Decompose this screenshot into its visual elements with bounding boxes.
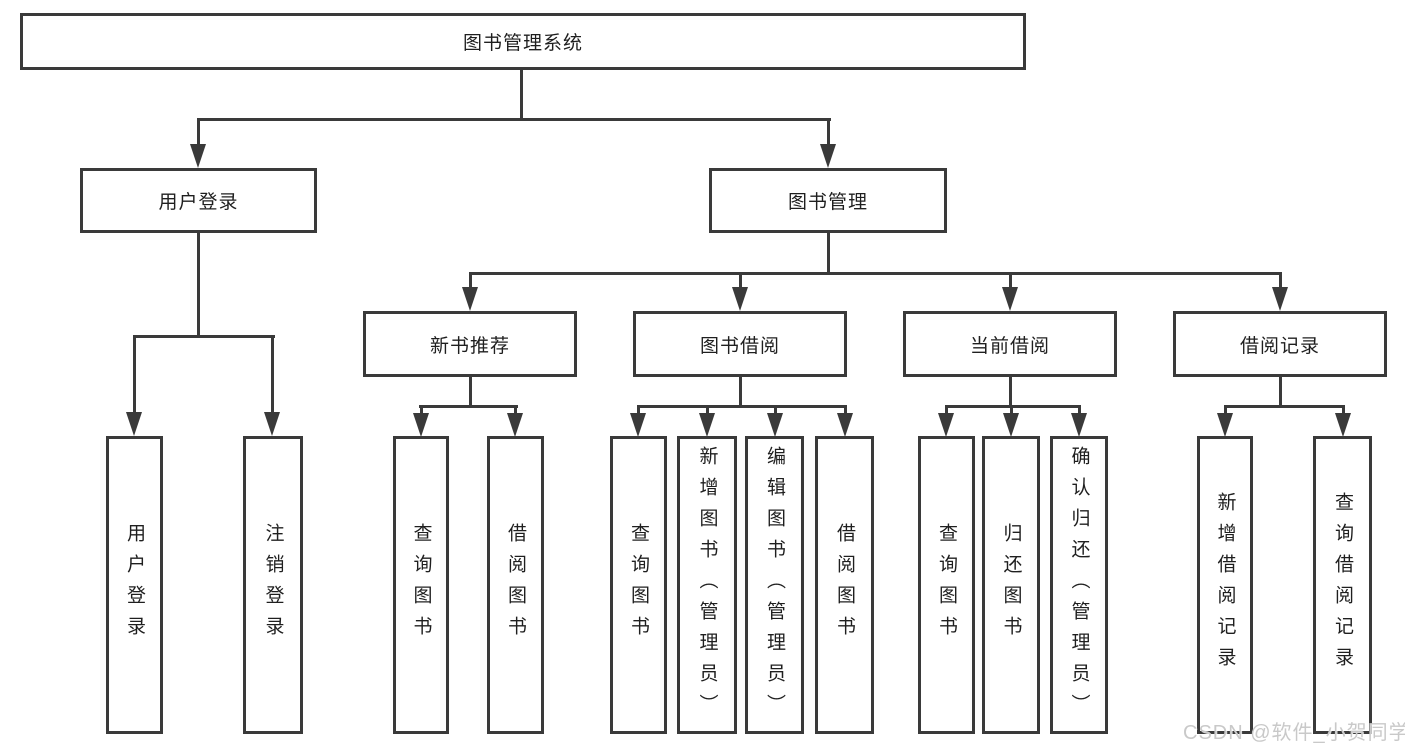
node-label: 查询图书 [936,523,957,647]
leaf-borrow-books-recommend: 借阅图书 [487,436,544,734]
connector-vline [739,377,742,408]
node-label: 新增借阅记录 [1214,492,1236,678]
node-label: 查询借阅记录 [1332,492,1353,678]
arrow-head [732,287,748,311]
connector-vline [469,272,472,292]
connector-vline [706,405,709,417]
leaf-query-books-recommend: 查询图书 [393,436,449,734]
leaf-edit-book-admin: 编辑图书（管理员） [745,436,804,734]
node-label: 查询图书 [410,523,432,647]
arrow-head [767,413,783,437]
connector-vline [420,405,423,417]
arrow-head [1335,413,1351,437]
node-label: 借阅图书 [834,523,855,647]
arrow-head [820,144,836,168]
connector-vline [827,118,830,150]
connector-vline [637,405,640,417]
leaf-borrow-books-borrowing: 借阅图书 [815,436,874,734]
node-label: 新增图书（管理员） [696,445,718,725]
connector-vline [1009,377,1012,408]
connector-vline [271,335,274,415]
connector-vline [774,405,777,417]
connector-vline [1009,272,1012,292]
arrow-head [126,412,142,436]
leaf-user-login: 用户登录 [106,436,163,734]
connector-hline [637,405,846,408]
connector-vline [1224,405,1227,417]
connector-hline [419,405,518,408]
connector-hline [469,272,1282,275]
node-label: 借阅图书 [505,523,526,647]
node-book-borrowing: 图书借阅 [633,311,847,377]
connector-hline [197,118,831,121]
node-label: 当前借阅 [969,335,1050,357]
arrow-head [1272,287,1288,311]
leaf-add-borrow-record: 新增借阅记录 [1197,436,1253,734]
connector-vline [197,118,200,150]
node-label: 查询图书 [628,523,649,647]
node-library-system: 图书管理系统 [20,13,1026,70]
connector-vline [1078,405,1081,417]
node-borrowing-records: 借阅记录 [1173,311,1387,377]
connector-hline [1224,405,1344,408]
connector-vline [1010,405,1013,417]
leaf-return-books: 归还图书 [982,436,1040,734]
arrow-head [507,413,523,437]
node-label: 编辑图书（管理员） [764,445,785,725]
connector-vline [1279,272,1282,292]
connector-vline [945,405,948,417]
arrow-head [1071,413,1087,437]
arrow-head [1002,287,1018,311]
arrow-head [630,413,646,437]
node-current-borrowing: 当前借阅 [903,311,1117,377]
node-label: 注销登录 [262,523,284,647]
node-book-management: 图书管理 [709,168,947,233]
node-label: 归还图书 [1000,523,1022,647]
node-label: 用户登录 [124,523,145,647]
connector-vline [1342,405,1345,417]
connector-vline [133,335,136,415]
node-label: 图书管理 [787,192,868,213]
node-label: 新书推荐 [429,335,510,357]
node-label: 确认归还（管理员） [1068,445,1090,725]
arrow-head [938,413,954,437]
leaf-query-borrow-record: 查询借阅记录 [1313,436,1372,734]
leaf-query-books-current: 查询图书 [918,436,975,734]
connector-vline [844,405,847,417]
node-new-book-recommendation: 新书推荐 [363,311,577,377]
connector-vline [827,233,830,275]
node-label: 图书管理系统 [462,33,583,54]
connector-vline [197,233,200,338]
connector-vline [469,377,472,408]
leaf-logout: 注销登录 [243,436,303,734]
node-label: 用户登录 [158,192,239,213]
leaf-query-books-borrowing: 查询图书 [610,436,667,734]
arrow-head [413,413,429,437]
leaf-add-book-admin: 新增图书（管理员） [677,436,737,734]
node-user-login: 用户登录 [80,168,317,233]
arrow-head [699,413,715,437]
connector-vline [514,405,517,417]
leaf-confirm-return-admin: 确认归还（管理员） [1050,436,1108,734]
node-label: 图书借阅 [699,335,780,357]
watermark-text: CSDN @软件_小贺同学 [1183,722,1405,744]
arrow-head [1003,413,1019,437]
arrow-head [837,413,853,437]
connector-hline [133,335,275,338]
arrow-head [462,287,478,311]
connector-vline [739,272,742,292]
arrow-head [190,144,206,168]
connector-vline [1279,377,1282,408]
arrow-head [264,412,280,436]
node-label: 借阅记录 [1239,335,1320,357]
connector-vline [520,70,523,121]
arrow-head [1217,413,1233,437]
